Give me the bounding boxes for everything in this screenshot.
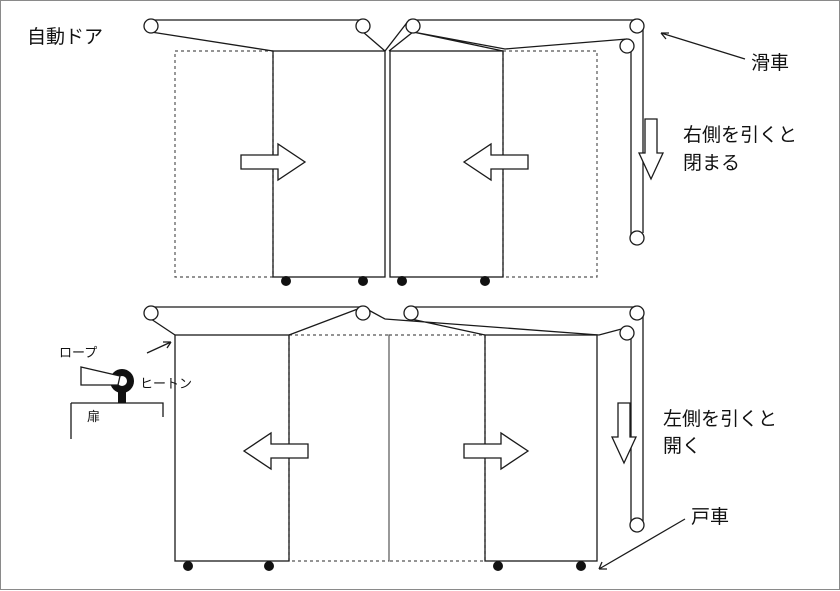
rope (150, 19, 644, 237)
right-arrow-icon (463, 431, 530, 471)
wheel (264, 561, 274, 571)
close-instruction-line1: 右側を引くと (683, 124, 798, 146)
right-door-ghost (388, 334, 486, 562)
down-arrow-icon (637, 118, 665, 181)
door-frame (70, 402, 164, 439)
pulley (405, 18, 421, 34)
pulley (629, 18, 645, 34)
rope-label: ロープ (59, 346, 98, 361)
right-door-ghost (502, 50, 598, 278)
right-arrow-icon (240, 142, 307, 182)
pulley (629, 517, 645, 533)
opening-diagram (70, 305, 686, 571)
pulley (619, 38, 635, 54)
wheel (183, 561, 193, 571)
pulley (355, 305, 371, 321)
closing-diagram (143, 18, 746, 286)
open-instruction-line2: 開く (663, 435, 702, 457)
rope (150, 306, 644, 525)
rope-strand (80, 366, 121, 386)
wheel (576, 561, 586, 571)
wheel (281, 276, 291, 286)
pulley (143, 305, 159, 321)
pulley (629, 305, 645, 321)
pulley (355, 18, 371, 34)
door-wheel-pointer (598, 518, 686, 570)
pulley (629, 230, 645, 246)
pulley-label: 滑車 (751, 52, 790, 74)
left-arrow-icon (242, 431, 309, 471)
open-instruction-line1: 左側を引くと (663, 408, 778, 430)
door-label: 扉 (87, 410, 101, 425)
pulley-pointer (660, 32, 746, 60)
hiton-screw (118, 387, 126, 403)
down-arrow-icon (610, 402, 638, 465)
hiton-pointer (146, 341, 172, 354)
pulley (403, 305, 419, 321)
pulley (619, 325, 635, 341)
wheel (358, 276, 368, 286)
left-arrow-icon (462, 142, 529, 182)
wheel (480, 276, 490, 286)
pulley (143, 18, 159, 34)
wheel (493, 561, 503, 571)
close-instruction-line2: 閉まる (683, 152, 741, 174)
diagram-title: 自動ドア (27, 26, 104, 48)
hiton-label: ヒートン (140, 377, 193, 392)
wheel (397, 276, 407, 286)
door-wheel-label: 戸車 (691, 506, 730, 528)
